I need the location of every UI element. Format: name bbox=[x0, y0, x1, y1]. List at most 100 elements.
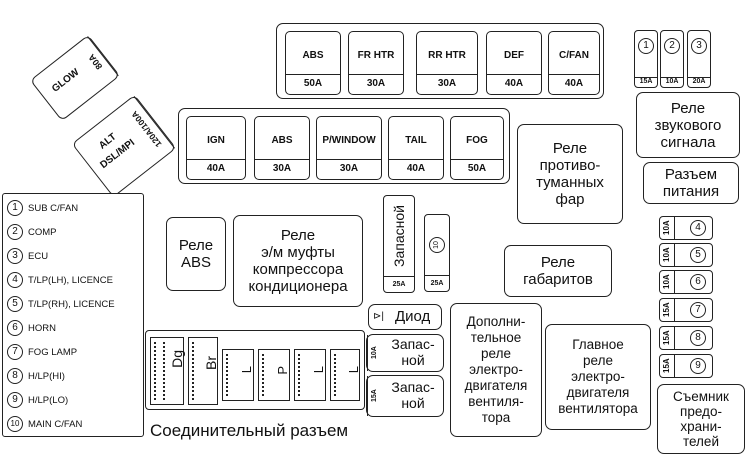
fuse-4: 10A 4 bbox=[659, 216, 713, 240]
fuse-amp: 40A bbox=[389, 159, 443, 179]
fuse-amp: 10A bbox=[660, 217, 675, 239]
connector-pins bbox=[226, 354, 232, 396]
fuse-p-window: P/WINDOW 30A bbox=[316, 116, 382, 180]
connector-block: Dg Br L P L L bbox=[145, 330, 365, 410]
legend-item-5: 5 T/LP(RH), LICENCE bbox=[7, 292, 143, 316]
connector-pin-br: Br bbox=[203, 356, 219, 370]
fuse-name: DEF bbox=[504, 50, 524, 61]
legend-label: ECU bbox=[28, 250, 49, 262]
fuse-amp: 30A bbox=[417, 74, 477, 94]
legend-number: 8 bbox=[7, 368, 23, 384]
fuse-amp: 50A bbox=[451, 159, 503, 179]
fuse-amp: 50A bbox=[286, 74, 340, 94]
spare-fuse-1-amp: 10A bbox=[367, 335, 382, 371]
legend-number: 1 bbox=[7, 200, 23, 216]
fuse-6: 10A 6 bbox=[659, 270, 713, 294]
legend-label: COMP bbox=[28, 226, 57, 238]
connector-cell-dg: Dg bbox=[150, 337, 185, 405]
fuse-number: 2 bbox=[664, 38, 680, 54]
legend-label: MAIN C/FAN bbox=[28, 418, 83, 430]
power-connector: Разъем питания bbox=[643, 162, 739, 204]
connector-pins bbox=[334, 354, 340, 396]
fuse-5: 10A 5 bbox=[659, 243, 713, 267]
connector-pin-p: P bbox=[275, 366, 290, 375]
fuse-number: 10 bbox=[429, 237, 445, 253]
connector-pins bbox=[163, 342, 169, 400]
connector-pins bbox=[262, 354, 268, 396]
fuse-9: 15A 9 bbox=[659, 354, 713, 378]
spare-fuse-2-label: Запас- ной bbox=[391, 379, 435, 411]
legend-item-3: 3 ECU bbox=[7, 244, 143, 268]
fuse-name: P/WINDOW bbox=[322, 135, 376, 146]
relay-compressor-clutch: Реле э/м муфты компрессора кондиционера bbox=[233, 215, 363, 307]
fuse-ign: IGN 40A bbox=[186, 116, 246, 180]
fuse-amp: 40A bbox=[549, 74, 599, 94]
legend-item-10: 10 MAIN C/FAN bbox=[7, 412, 143, 436]
legend-label: H/LP(HI) bbox=[28, 370, 65, 382]
fuse-amp: 30A bbox=[255, 159, 309, 179]
connector-pin-dg: Dg bbox=[169, 350, 185, 368]
fuse-name: FR HTR bbox=[357, 50, 395, 61]
legend-item-4: 4 T/LP(LH), LICENCE bbox=[7, 268, 143, 292]
mini-fuse-1: 1 15A bbox=[634, 30, 658, 88]
spare-fuse-1-label: Запас- ной bbox=[391, 336, 435, 368]
fuse-name: IGN bbox=[207, 135, 225, 146]
fuse-10: 10 25A bbox=[424, 214, 450, 292]
relay-abs: Реле ABS bbox=[166, 217, 226, 291]
legend-number: 9 bbox=[7, 392, 23, 408]
fuse-name: TAIL bbox=[405, 135, 427, 146]
fuse-7: 15A 7 bbox=[659, 298, 713, 322]
fuse-legend: 1 SUB C/FAN 2 COMP 3 ECU 4 T/LP(LH), LIC… bbox=[2, 193, 144, 437]
legend-label: SUB C/FAN bbox=[28, 202, 79, 214]
fuse-name: ABS bbox=[302, 50, 324, 61]
fuse-amp: 20A bbox=[688, 77, 710, 85]
legend-label: T/LP(RH), LICENCE bbox=[28, 298, 115, 310]
mini-fuse-2: 2 10A bbox=[660, 30, 684, 88]
spare-fuse-2-amp: 15A bbox=[367, 376, 382, 416]
fuse-glow: GLOW 80A bbox=[29, 34, 121, 122]
legend-item-9: 9 H/LP(LO) bbox=[7, 388, 143, 412]
spare-fuse-vertical: Запасной 25A bbox=[383, 195, 415, 293]
fuse-number: 4 bbox=[690, 220, 706, 236]
fuse-fr-htr: FR HTR 30A bbox=[348, 31, 404, 95]
legend-item-7: 7 FOG LAMP bbox=[7, 340, 143, 364]
fuse-number: 9 bbox=[690, 358, 706, 374]
fuse-abs-50a: ABS 50A bbox=[285, 31, 341, 95]
spare-fuse-amp: 25A bbox=[384, 276, 414, 292]
diode: ⊳| Диод bbox=[368, 304, 442, 330]
fuse-fog: FOG 50A bbox=[450, 116, 504, 180]
diode-label: Диод bbox=[395, 308, 431, 325]
fuse-glow-name: GLOW bbox=[50, 66, 82, 95]
connector-pin-l3: L bbox=[346, 366, 361, 374]
legend-label: T/LP(LH), LICENCE bbox=[28, 274, 113, 286]
relay-horn: Реле звукового сигнала bbox=[636, 92, 740, 158]
fuse-c-fan: C/FAN 40A bbox=[548, 31, 600, 95]
fuse-rr-htr: RR HTR 30A bbox=[416, 31, 478, 95]
fuse-number: 6 bbox=[690, 274, 706, 290]
fuse-amp: 10A bbox=[660, 271, 675, 293]
fuse-amp: 15A bbox=[660, 327, 675, 349]
legend-number: 6 bbox=[7, 320, 23, 336]
connector-cell-p: P bbox=[258, 349, 290, 401]
legend-number: 2 bbox=[7, 224, 23, 240]
connector-pins bbox=[192, 342, 198, 400]
connector-cell-l2: L bbox=[294, 349, 326, 401]
relay-side-lights: Реле габаритов bbox=[504, 245, 612, 297]
relay-main-fan: Главное реле электро- двигателя вентилят… bbox=[545, 324, 651, 430]
connector-cell-l1: L bbox=[222, 349, 254, 401]
relay-fog-lamps: Реле противо- туманных фар bbox=[517, 124, 623, 224]
fuse-number: 5 bbox=[690, 247, 706, 263]
fuse-amp: 15A bbox=[635, 77, 657, 85]
fuse-amp: 15A bbox=[660, 355, 675, 377]
legend-number: 3 bbox=[7, 248, 23, 264]
legend-number: 4 bbox=[7, 272, 23, 288]
fuse-amp: 10A bbox=[660, 244, 675, 266]
fuse-alt: ALT DSL/MPI 120A/100A bbox=[71, 94, 177, 198]
fuse-tail: TAIL 40A bbox=[388, 116, 444, 180]
fuse-amp: 40A bbox=[187, 159, 245, 179]
fuse-abs-30a: ABS 30A bbox=[254, 116, 310, 180]
legend-item-6: 6 HORN bbox=[7, 316, 143, 340]
connector-pins bbox=[154, 342, 160, 400]
fuse-name: ABS bbox=[271, 135, 293, 146]
fuse-number: 7 bbox=[690, 302, 706, 318]
